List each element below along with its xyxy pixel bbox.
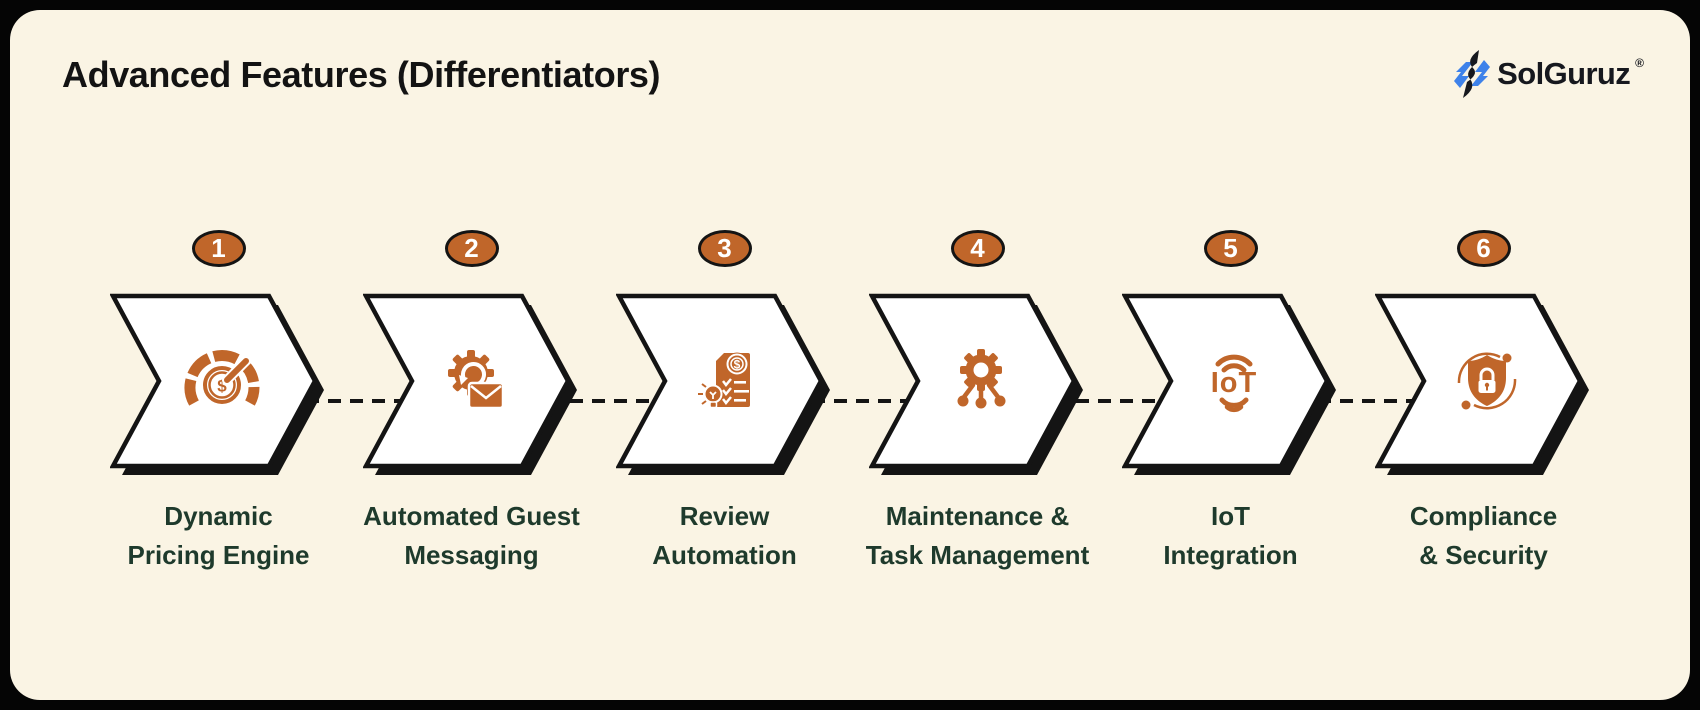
step-label: Review Automation	[652, 501, 797, 570]
step-3-review-automation: 3 $	[598, 230, 851, 570]
step-label: Maintenance & Task Management	[865, 501, 1090, 570]
chevron-shape	[1373, 293, 1593, 477]
registered-mark: ®	[1635, 56, 1644, 70]
review-automation-icon: $	[697, 352, 750, 409]
maintenance-task-icon	[957, 349, 1005, 409]
step-number-badge: 5	[1203, 230, 1258, 267]
iot-integration-icon: IoT	[1210, 354, 1257, 413]
dashed-connector-line	[218, 399, 1483, 403]
compliance-security-icon	[1457, 352, 1516, 410]
solguruz-logo-icon	[1454, 50, 1491, 98]
chevron-shape: $	[108, 293, 328, 477]
chevron-shape: IoT	[1120, 293, 1340, 477]
chevron-shape	[361, 293, 581, 477]
step-number-badge: 4	[950, 230, 1005, 267]
steps-row: 1 $ Dynamic Prici	[92, 230, 1610, 570]
page-title: Advanced Features (Differentiators)	[62, 54, 661, 95]
step-5-iot-integration: 5 IoT IoT Integration	[1104, 230, 1357, 570]
step-number: 1	[211, 233, 226, 263]
logo-text: SolGuruz	[1497, 56, 1631, 91]
chevron-shape	[867, 293, 1087, 477]
svg-text:$: $	[733, 358, 740, 372]
step-label: Compliance & Security	[1409, 501, 1558, 570]
automated-messaging-icon	[447, 350, 504, 410]
solguruz-logo: SolGuruz ®	[1452, 50, 1644, 98]
step-number-badge: 6	[1456, 230, 1511, 267]
chevron-shape: $	[614, 293, 834, 477]
step-4-maintenance-task: 4	[851, 230, 1104, 570]
svg-text:$: $	[217, 377, 227, 396]
step-label: Automated Guest Messaging	[363, 501, 580, 570]
step-number: 2	[464, 233, 479, 263]
svg-text:IoT: IoT	[1210, 367, 1257, 399]
step-label: Dynamic Pricing Engine	[127, 501, 310, 570]
step-number-badge: 3	[697, 230, 752, 267]
infographic-canvas: Advanced Features (Differentiators) SolG…	[10, 10, 1690, 700]
step-number: 6	[1476, 233, 1491, 263]
dynamic-pricing-gauge-icon: $	[184, 350, 259, 406]
step-6-compliance-security: 6	[1357, 230, 1610, 570]
step-number-badge: 1	[191, 230, 246, 267]
step-number: 5	[1223, 233, 1238, 263]
step-1-dynamic-pricing: 1 $ Dynamic Prici	[92, 230, 345, 570]
step-number: 3	[717, 233, 732, 263]
step-number: 4	[970, 233, 985, 263]
step-2-automated-messaging: 2	[345, 230, 598, 570]
step-number-badge: 2	[444, 230, 499, 267]
step-label: IoT Integration	[1163, 501, 1298, 570]
